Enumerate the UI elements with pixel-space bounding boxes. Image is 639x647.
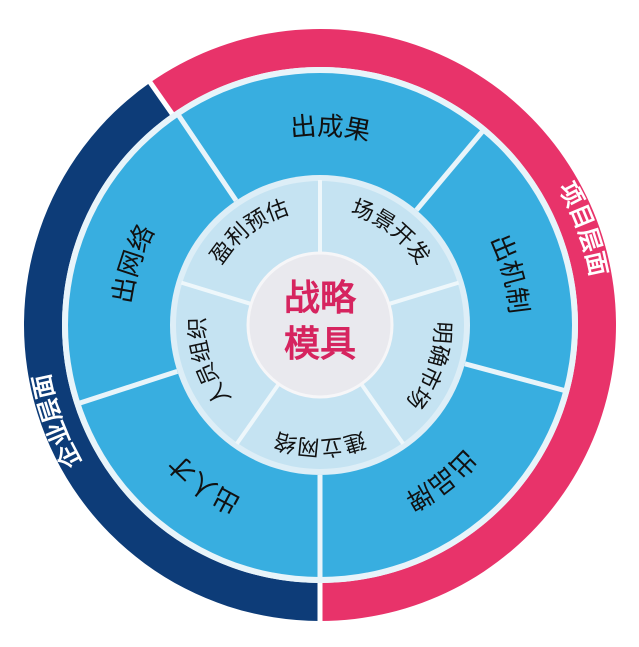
middle-divider: [414, 127, 487, 212]
middle-divider: [75, 368, 179, 407]
outer-divider: [147, 80, 176, 117]
outer-segment-enterprise: [23, 82, 320, 621]
center-title-line2: 模具: [284, 324, 356, 365]
center-circle: [246, 251, 394, 399]
inner-divider: [180, 280, 254, 307]
middle-label-0-text: 出成果: [289, 112, 373, 148]
middle-divider: [174, 111, 239, 203]
outer-segment-project: [150, 29, 616, 622]
center-title-line1: 战略: [284, 278, 357, 319]
inner-divider: [386, 280, 460, 307]
inner-divider: [358, 381, 405, 445]
inner-divider: [235, 381, 282, 445]
middle-divider: [464, 361, 568, 394]
middle-label-0: 出成果: [289, 112, 373, 148]
